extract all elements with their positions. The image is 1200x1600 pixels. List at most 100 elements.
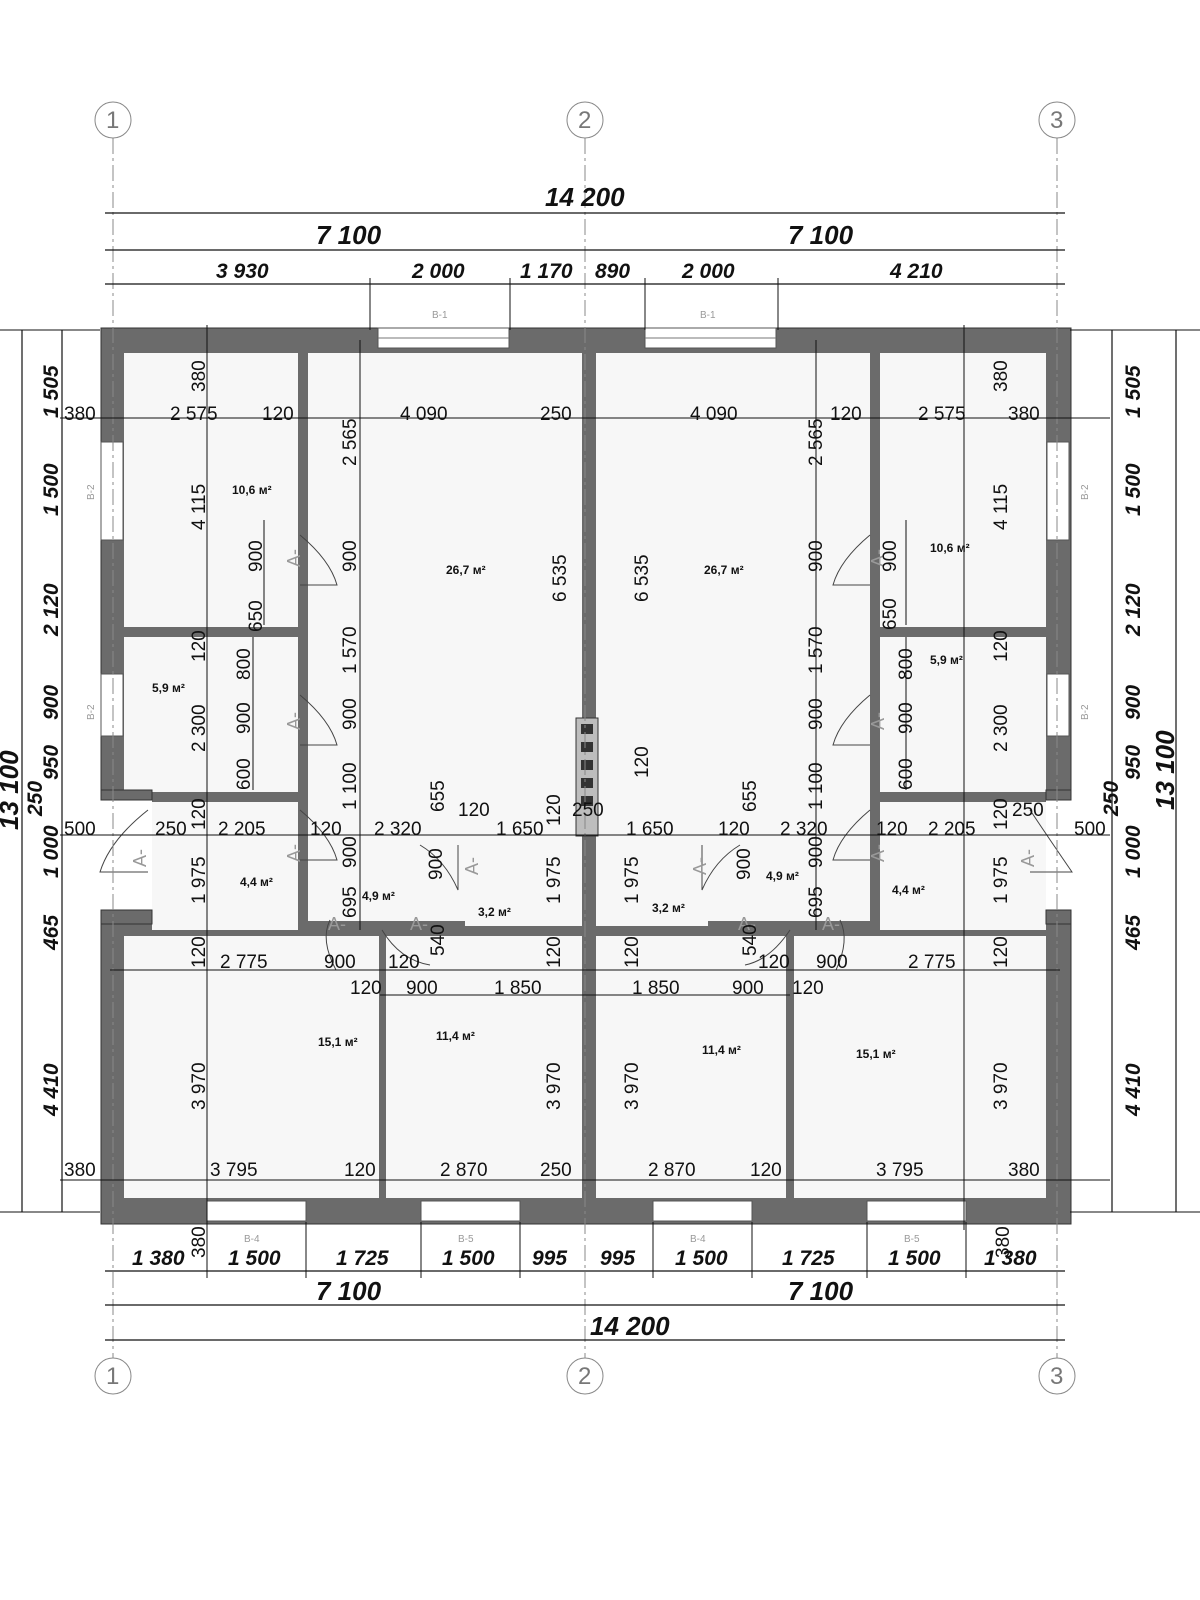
bottom-corner-right: 380	[993, 1226, 1014, 1258]
door-mark-9: А-	[130, 849, 150, 867]
top-seg-1: 3 930	[216, 260, 269, 283]
bottom-seg-7: 1 500	[675, 1247, 728, 1270]
dim-v-900ar: 900	[806, 540, 827, 572]
door-mark-12: А-	[410, 914, 428, 934]
bottom-seg-10: 1 380	[984, 1247, 1037, 1270]
dim-v-540l: 540	[428, 924, 449, 956]
dim-v-650r: 650	[880, 598, 901, 630]
bottom-seg-2: 1 500	[228, 1247, 281, 1270]
dim-v-120gn: 120	[991, 936, 1012, 968]
door-mark-11: А-	[328, 914, 346, 934]
dim-h-500l: 500	[64, 819, 96, 840]
dim-v-900br: 900	[880, 540, 901, 572]
dim-v-2565l: 2 565	[340, 418, 361, 466]
dim-h-900l: 900	[324, 952, 356, 973]
right-seg-3: 2 120	[1122, 583, 1145, 637]
dim-v-1975d: 1 975	[991, 856, 1012, 904]
dim-v-120gm: 120	[544, 936, 565, 968]
right-seg-5: 950	[1122, 745, 1145, 780]
bottom-half-right-dim: 7 100	[788, 1276, 854, 1306]
area-bedroom-big-left: 15,1 м²	[318, 1035, 358, 1049]
room-areas: 10,6 м² 26,7 м² 26,7 м² 10,6 м² 5,9 м² 5…	[152, 483, 970, 1061]
axis-label-2-top: 2	[578, 107, 591, 134]
right-seg-1: 1 505	[1122, 365, 1145, 418]
area-bedroom-big-right: 15,1 м²	[856, 1047, 896, 1061]
window-label-b4-left: В-4	[244, 1234, 260, 1245]
dim-v-600r: 600	[896, 758, 917, 790]
top-total-dim: 14 200	[545, 182, 625, 212]
dim-b-250: 250	[540, 1160, 572, 1181]
inner-dimension-lines	[60, 325, 1110, 1230]
dim-h-120nr: 120	[758, 952, 790, 973]
dim-v-900fr: 900	[734, 848, 755, 880]
dim-b-2870l: 2 870	[440, 1160, 488, 1181]
area-living-left: 26,7 м²	[446, 563, 486, 577]
area-bedroom-small-right: 10,6 м²	[930, 541, 970, 555]
right-seg-4: 900	[1122, 685, 1145, 720]
window-label-b1-right: В-1	[700, 310, 716, 321]
area-bedroom-mid-right: 11,4 м²	[702, 1043, 741, 1057]
dim-l-2575: 2 575	[170, 404, 218, 425]
top-half-right-dim: 7 100	[788, 220, 854, 250]
left-seg-3: 2 120	[40, 583, 63, 637]
right-seg-6: 250	[1100, 781, 1123, 817]
left-seg-7: 1 000	[40, 825, 63, 878]
dim-b-380l: 380	[64, 1160, 96, 1181]
dim-h-1850l: 1 850	[494, 978, 542, 999]
left-seg-2: 1 500	[40, 463, 63, 516]
axis-label-3-top: 3	[1050, 107, 1063, 134]
right-dimensions: 13 100 1 505 1 500 2 120 900 950 250 1 0…	[1070, 329, 1200, 1213]
dim-h-250c: 250	[572, 800, 604, 821]
dim-v-600l: 600	[234, 758, 255, 790]
bottom-seg-6: 995	[600, 1247, 635, 1270]
top-seg-2: 2 000	[411, 260, 465, 283]
left-total-dim: 13 100	[0, 750, 24, 830]
dim-h-1850r: 1 850	[632, 978, 680, 999]
dim-v-1570r: 1 570	[806, 626, 827, 674]
inner-dimension-texts: 380 2 575 120 4 090 250 4 090 120 2 575 …	[64, 360, 1106, 1181]
dim-v-900er: 900	[806, 836, 827, 868]
window-label-b2-left-top: В-2	[86, 484, 97, 500]
dim-v-1100r: 1 100	[806, 762, 827, 810]
dim-h-120r: 120	[718, 819, 750, 840]
bottom-seg-9: 1 500	[888, 1247, 941, 1270]
axis-label-1-top: 1	[106, 107, 119, 134]
dim-v-1100l: 1 100	[340, 762, 361, 810]
dim-v-695l: 695	[340, 886, 361, 918]
door-mark-2: А-	[284, 712, 304, 730]
bottom-seg-8: 1 725	[782, 1247, 835, 1270]
bottom-total-dim: 14 200	[590, 1311, 670, 1341]
dim-h-2320l: 2 320	[374, 819, 422, 840]
dim-b-3795r: 3 795	[876, 1160, 924, 1181]
dim-v-1975c: 1 975	[622, 856, 643, 904]
bottom-corner-left: 380	[189, 1226, 210, 1258]
dim-h-655l: 655	[428, 780, 449, 812]
dim-b-3795l: 3 795	[210, 1160, 258, 1181]
dim-h-120nl: 120	[388, 952, 420, 973]
dim-v-3970b: 3 970	[544, 1062, 565, 1110]
top-seg-4: 890	[595, 260, 630, 283]
dim-r-380: 380	[1008, 404, 1040, 425]
dim-v-380r: 380	[991, 360, 1012, 392]
dim-l-380: 380	[64, 404, 96, 425]
window-label-b2-right-top: В-2	[1080, 484, 1091, 500]
bottom-seg-1: 1 380	[132, 1247, 185, 1270]
area-bedroom-small-left: 10,6 м²	[232, 483, 272, 497]
area-living-right: 26,7 м²	[704, 563, 744, 577]
dim-v-800l: 800	[234, 648, 255, 680]
dim-h-900ml: 900	[406, 978, 438, 999]
dim-v-2300l: 2 300	[189, 704, 210, 752]
dim-v-900al: 900	[246, 540, 267, 572]
dim-h-2775r: 2 775	[908, 952, 956, 973]
dim-v-120sl: 120	[189, 630, 210, 662]
dim-v-6535l: 6 535	[550, 554, 571, 602]
bottom-seg-3: 1 725	[336, 1247, 389, 1270]
area-bath-left: 4,4 м²	[240, 875, 273, 889]
bottom-half-left-dim: 7 100	[316, 1276, 382, 1306]
dim-v-800r: 800	[896, 648, 917, 680]
left-seg-4: 900	[40, 685, 63, 720]
dim-h-2205r: 2 205	[928, 819, 976, 840]
left-seg-5: 950	[40, 745, 63, 780]
axis-label-1-bottom: 1	[106, 1363, 119, 1390]
